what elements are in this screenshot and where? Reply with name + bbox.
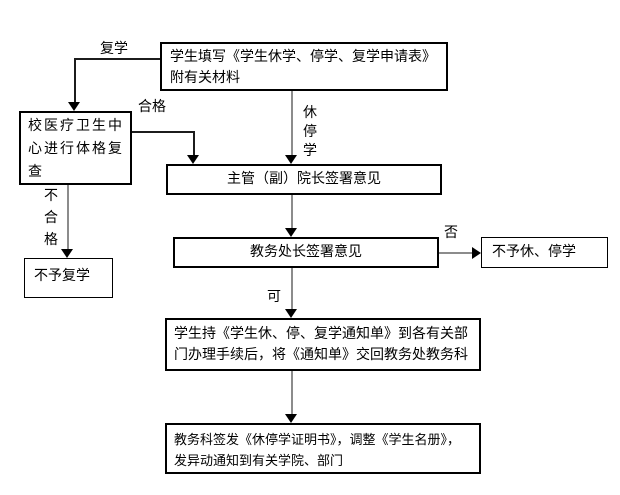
box-notice-handling: 学生持《学生休、停、复学通知单》到各有关部 门办理手续后，将《通知单》交回教务处… [165,318,481,371]
box-certificate-issue: 教务科签发《休停学证明书》，调整《学生名册》， 发异动通知到有关学院、部门 [165,423,481,474]
label-approve: 可 [267,289,281,305]
box-medical-recheck: 校医疗卫生中 心进行体格复 查 [19,111,132,185]
box-registrar-opinion: 教务处长签署意见 [173,237,439,268]
connector-notice-to-certificate [291,370,293,414]
arrowhead-into-deny-resume-box-icon [61,249,73,258]
connector-resume-vertical [74,58,76,103]
connector-registrar-to-deny-leave [439,252,472,254]
connector-resume-horizontal [75,58,160,60]
arrowhead-into-medical-box-icon [68,102,80,111]
arrowhead-into-notice-box-icon [285,309,297,318]
connector-dean-to-registrar [291,194,293,228]
arrowhead-qualified-into-dean-box-icon [187,155,199,164]
arrowhead-into-certificate-box-icon [285,414,297,423]
arrowhead-into-dean-box-icon [285,155,297,164]
label-leave-suspend: 休 停 学 [303,105,317,159]
connector-medical-to-deny-resume [67,185,69,249]
box-application-form: 学生填写《学生休学、停学、复学申请表》 附有关材料 [160,42,448,91]
label-unqualified: 不 合 格 [44,188,58,248]
box-deny-leave: 不予休、停学 [481,237,608,268]
box-deny-resume: 不予复学 [24,258,113,298]
label-qualified: 合格 [138,99,166,115]
connector-registrar-to-notice [291,267,293,309]
connector-application-to-dean [291,90,293,155]
box-dean-opinion: 主管（副）院长签署意见 [166,164,442,195]
label-deny: 否 [444,225,458,241]
arrowhead-into-deny-leave-box-icon [472,247,481,259]
label-resume: 复学 [100,41,128,57]
connector-qualified-vertical [193,131,195,155]
arrowhead-into-registrar-box-icon [285,228,297,237]
connector-qualified-horizontal [132,131,195,133]
